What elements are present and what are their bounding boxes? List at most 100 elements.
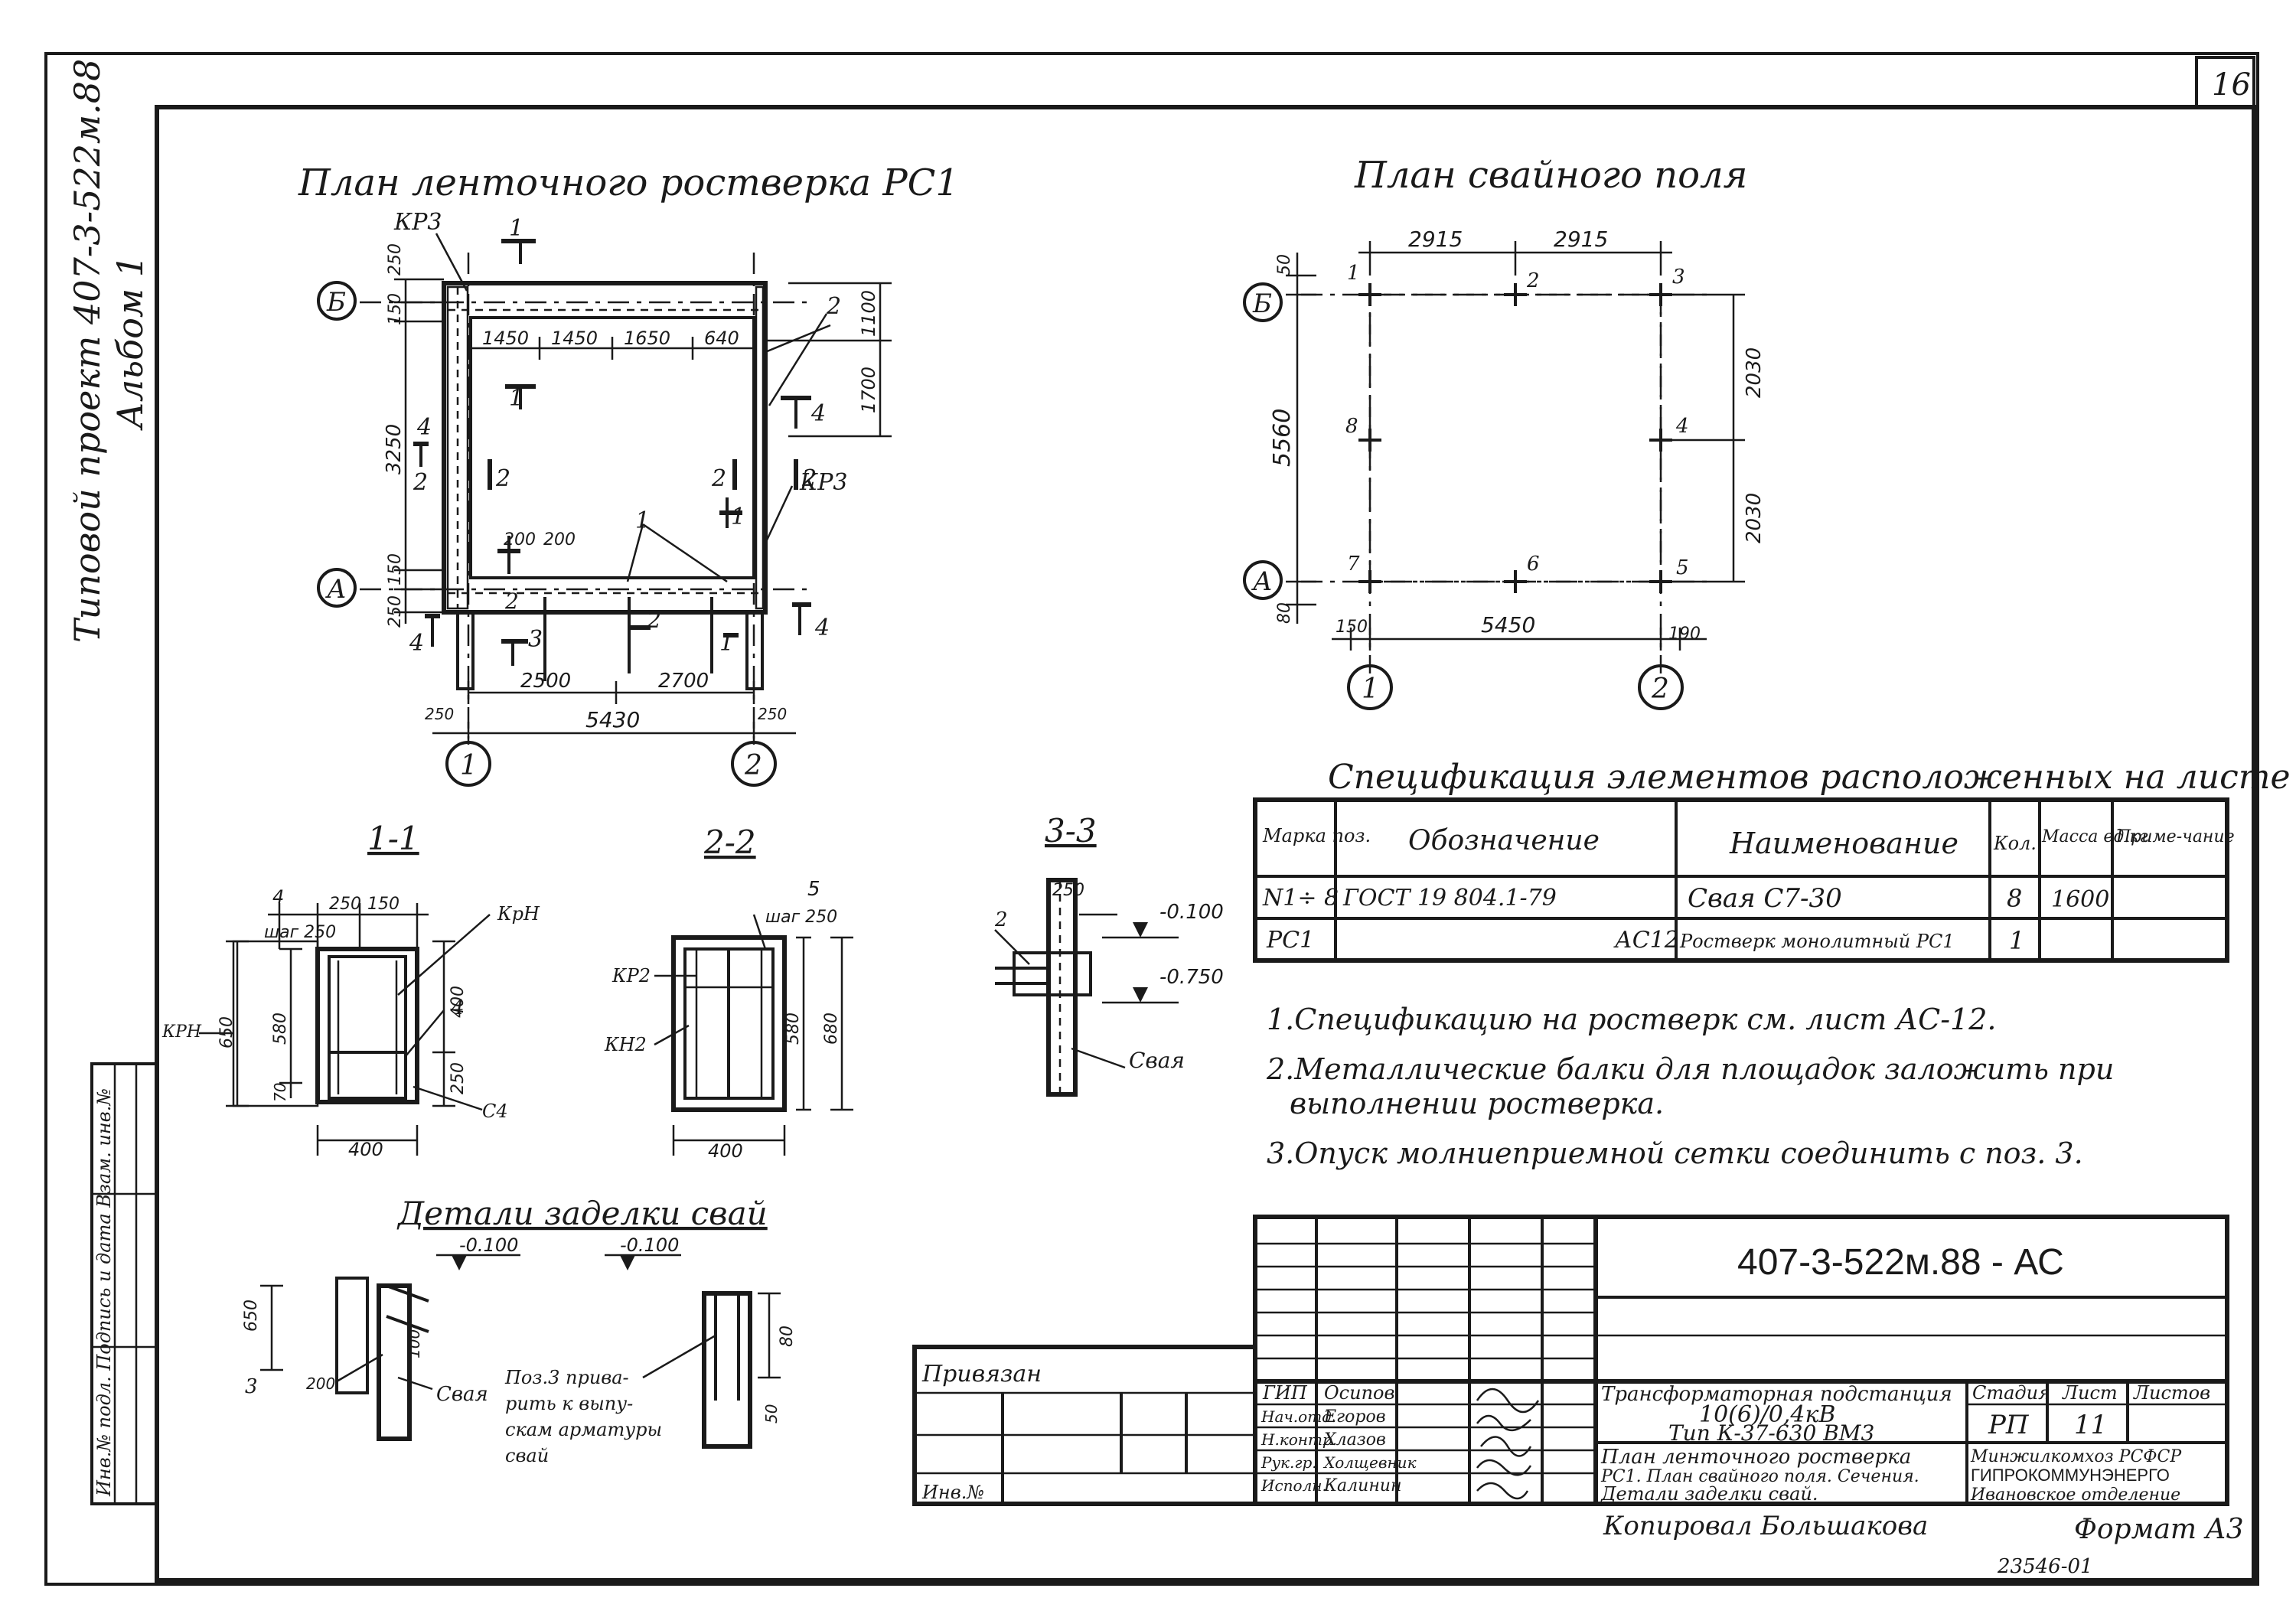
paper-format: Формат А3 (2074, 1514, 2244, 1545)
plan-rc-axis-1: 1 (460, 750, 478, 781)
plan-rc-cut-2: 1 (509, 385, 523, 412)
plan-rc-dim-total: 5430 (585, 707, 640, 732)
plan-rc-cut-16: 2 (504, 589, 519, 614)
sec22-drawing (654, 914, 853, 1156)
sec22-title: 2-2 (703, 823, 756, 861)
plan-piles-dim-left: 5560 (1269, 409, 1296, 467)
title-block-grid (912, 1215, 2229, 1506)
spec-header-note: Приме-чание (2115, 827, 2235, 846)
stamp-stage-header: Стадия (1972, 1382, 2050, 1404)
pile-6: 6 (1527, 553, 1540, 576)
details-title: Детали заделки свай (396, 1195, 768, 1232)
plan-rc-cut-14: 1 (731, 504, 745, 530)
spec-row1-qty: 8 (2007, 884, 2022, 913)
stamp-privyazan: Привязан (921, 1361, 1042, 1388)
stamp-org-2: ГИПРОКОММУНЭНЕРГО (1971, 1466, 2170, 1485)
plan-rc-cut-13: 4 (814, 615, 830, 641)
sec11-label-150: 150 (367, 895, 400, 914)
sec22-label-5: 5 (807, 878, 820, 901)
plan-piles-drawing (1243, 241, 1745, 710)
plan-piles-axis-a: А (1251, 566, 1273, 597)
stamp-role-exec: Исполн. (1261, 1476, 1327, 1495)
sec11-label-650: 650 (217, 1016, 236, 1048)
plan-rc-dim-top-3: 1650 (624, 328, 670, 349)
note-2-cont: выполнении ростверка. (1290, 1087, 1664, 1120)
stamp-role-head: Нач.отд. (1261, 1407, 1336, 1426)
details-label-80: 80 (778, 1326, 797, 1347)
sec22-label-step: шаг 250 (765, 908, 837, 927)
sec11-label-krn: КрН (497, 903, 540, 925)
page-number: 16 (2212, 67, 2251, 103)
plan-piles-dim-br: 190 (1668, 624, 1701, 644)
side-stamp-strip (90, 1062, 158, 1505)
stamp-sheet-no: 11 (2074, 1410, 2107, 1440)
plan-rc-kr3-right: КР3 (799, 469, 848, 496)
plan-rc-cut-11: 4 (810, 400, 826, 427)
details-label-50: 50 (762, 1404, 781, 1423)
plan-rc-drawing (317, 233, 892, 787)
pile-1: 1 (1347, 262, 1360, 285)
plan-rc-dim-small-1: 200 (504, 530, 536, 549)
stamp-sheet-header: Лист (2062, 1382, 2118, 1404)
sec22-label-580: 580 (784, 1013, 803, 1045)
details-note-2: рить к выпу- (505, 1393, 633, 1414)
sec33-label-m0750: -0.750 (1159, 966, 1224, 989)
sec11-label-400: 400 (448, 986, 468, 1018)
side-stamp-text: Инв.№ подл. Подпись и дата Взам. инв.№ (93, 1088, 115, 1497)
sec11-label-400b: 400 (348, 1139, 383, 1160)
pile-3: 3 (1672, 266, 1685, 289)
spec-row1-mark: N1÷ 8 (1262, 885, 1339, 911)
stamp-role-gip: ГИП (1262, 1382, 1308, 1404)
sec22-label-kn2: КН2 (604, 1034, 647, 1055)
plan-rc-dim-left-1: 250 (386, 243, 405, 276)
pile-4: 4 (1675, 415, 1689, 438)
sec11-title: 1-1 (367, 820, 419, 857)
pile-8: 8 (1345, 415, 1358, 438)
stamp-object-2: 10(6)/0,4кВ (1699, 1401, 1835, 1428)
spec-row2-designation: АС12 (1613, 927, 1679, 954)
plan-rc-dim-left-3: 3250 (383, 424, 406, 474)
copied-by: Копировал Большакова (1603, 1511, 1928, 1541)
spec-row2-mark: РС1 (1266, 927, 1314, 954)
plan-rc-dim-bottom-1: 2500 (520, 670, 571, 693)
sec33-label-250: 250 (1052, 881, 1084, 900)
spec-table-grid (1253, 797, 2229, 963)
note-1: 1.Спецификацию на ростверк см. лист АС-1… (1267, 1003, 1997, 1036)
plan-rc-dim-top-1: 1450 (482, 328, 529, 349)
sec11-label-250b: 250 (448, 1062, 468, 1094)
plan-piles-dim-bottom-left: 80 (1275, 602, 1294, 624)
plan-piles-axis-b: Б (1252, 289, 1272, 319)
plan-rc-cut-4: 2 (495, 465, 510, 492)
details-label-3: 3 (245, 1375, 258, 1398)
sec22-label-680: 680 (822, 1013, 841, 1045)
plan-rc-cut-7: 3 (528, 626, 543, 653)
plan-rc-cut-8: 2 (646, 607, 661, 634)
stamp-name-3: Хлазов (1322, 1430, 1386, 1450)
stamp-name-1: Осипов (1324, 1382, 1394, 1404)
spec-row2-qty: 1 (2009, 926, 2024, 955)
sec33-title: 3-3 (1045, 812, 1097, 850)
plan-rc-dim-br: 250 (758, 705, 787, 723)
plan-rc-cut-6: 2 (801, 465, 817, 492)
plan-rc-axis-b: Б (326, 287, 346, 318)
plan-rc-dim-left-2: 150 (386, 293, 405, 325)
details-label-m0100a: -0.100 (459, 1234, 518, 1256)
plan-rc-dim-left-4: 150 (386, 553, 405, 585)
stamp-name-4: Холщевник (1322, 1453, 1417, 1472)
stamp-doc-code: 407-3-522м.88 - АС (1737, 1242, 2064, 1283)
spec-header-name: Наименование (1729, 827, 1958, 860)
plan-rc-cut-12: 4 (409, 630, 424, 657)
stamp-role-control: Н.контр. (1261, 1430, 1337, 1449)
stamp-org-3: Ивановское отделение (1970, 1485, 2180, 1505)
stamp-object-3: Тип К-37-630 ВМ3 (1668, 1420, 1874, 1446)
plan-piles-dim-top-left: 50 (1275, 254, 1294, 276)
spec-title: Спецификация элементов расположенных на … (1328, 758, 2291, 797)
sheet-frame (44, 52, 2259, 1586)
plan-piles-dim-right-2: 2030 (1743, 493, 1766, 543)
plan-piles-dim-top-1: 2915 (1408, 227, 1463, 252)
details-label-200: 200 (306, 1375, 335, 1393)
plan-piles-axis-2: 2 (1651, 673, 1669, 705)
sec11-label-step: шаг 250 (264, 923, 336, 942)
sec33-drawing (994, 878, 1179, 1097)
